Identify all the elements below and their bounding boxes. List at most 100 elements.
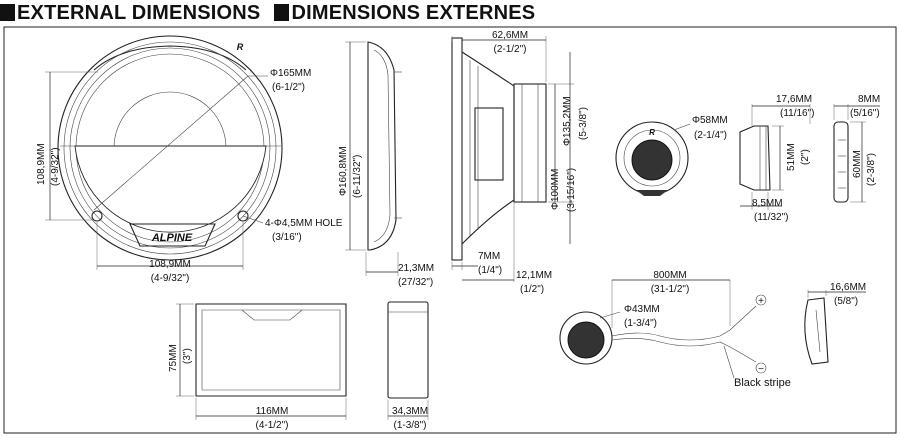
mount-depth-inch: (5/16") <box>850 108 880 119</box>
woofer-logo-text: ALPINE <box>151 232 193 244</box>
tweeter-grille <box>631 139 673 181</box>
wt-side-depth-inch: (5/8") <box>834 296 858 307</box>
black-stripe-label: Black stripe <box>734 377 791 389</box>
side-depth-label: 21,3MM <box>398 263 434 274</box>
woofer-grille-top <box>93 45 247 71</box>
xo-depth-inch: (1-3/8") <box>393 420 426 431</box>
side-grille-profile <box>367 41 397 251</box>
woofer-logo-top: R <box>237 42 244 52</box>
header-title-fr: DIMENSIONS EXTERNES <box>291 1 536 24</box>
mount-body <box>833 121 849 203</box>
tweeter-depth-label: 17,6MM <box>776 94 812 105</box>
wt-diameter-inch: (1-3/4") <box>624 318 657 329</box>
woofer-height-label: 108,9MM <box>36 143 47 185</box>
wt-diameter-label: Φ43MM <box>624 304 660 315</box>
woofer-profile-view: 62,6MM (2-1/2") Φ135,2MM (5-3/8") Φ100MM… <box>451 30 589 295</box>
xo-width-label: 116MM <box>256 406 289 417</box>
tweeter-mount-view: 8MM (5/16") 60MM (2-3/8") <box>833 94 880 203</box>
tweeter-logo: R <box>649 128 655 137</box>
magnet-diameter-label: Φ135,2MM <box>562 96 573 146</box>
tweeter-base <box>636 190 668 196</box>
mount-height-label: 60MM <box>852 150 863 178</box>
woofer-hole-label: 4-Φ4,5MM HOLE <box>265 218 343 229</box>
header-title-en: EXTERNAL DIMENSIONS <box>17 1 261 24</box>
xo-depth-label: 34,3MM <box>392 406 428 417</box>
woofer-diameter-line <box>93 75 249 211</box>
tweeter-diameter-label: Φ58MM <box>692 115 728 126</box>
wt-cable-2 <box>611 338 733 349</box>
tweeter-ring <box>623 129 681 187</box>
wt-side-depth-label: 16,6MM <box>830 282 866 293</box>
mount-depth-inch: (1/2") <box>520 284 544 295</box>
tweeter-side-body <box>739 125 771 191</box>
profile-magnet <box>513 83 547 203</box>
header-fr: DIMENSIONS EXTERNES <box>274 2 535 25</box>
tweeter-base-inch: (11/32") <box>754 212 789 223</box>
xo-height-label: 75MM <box>168 344 179 372</box>
tweeter-leader <box>673 123 691 131</box>
woofer-side-view: Φ160,8MM (6-11/32") 21,3MM (27/32") <box>338 41 434 288</box>
crossover-inner <box>201 309 341 391</box>
woofer-diameter-inch: (6-1/2") <box>272 82 305 93</box>
wt-plus-lead <box>729 305 757 331</box>
stripe-leader <box>723 345 735 379</box>
woofer-height-inch: (4-9/32") <box>50 147 61 186</box>
cable-label: 800MM <box>653 270 686 281</box>
profile-flange <box>451 37 463 261</box>
cable-inch: (31-1/2") <box>651 284 690 295</box>
profile-depth-label: 62,6MM <box>492 30 528 41</box>
plus-icon: + <box>758 296 764 307</box>
wt-diameter-leader <box>599 311 621 319</box>
tweeter-base-label: 8,5MM <box>752 198 783 209</box>
woofer-ring-3 <box>69 47 271 249</box>
woofer-lower-grille <box>74 145 267 233</box>
crossover-front-view: 75MM (3") 116MM (4-1/2") <box>168 303 347 431</box>
wt-minus-lead <box>731 347 757 363</box>
minus-icon-circle <box>755 362 767 374</box>
tweeter-depth-inch: (11/16") <box>780 108 815 119</box>
mount-hole-right <box>237 210 249 222</box>
side-depth-inch: (27/32") <box>398 277 433 288</box>
tweeter-height-label: 51MM <box>786 143 797 171</box>
flange-label: 7MM <box>478 251 500 262</box>
woofer-width-inch: (4-9/32") <box>151 273 190 284</box>
tweeter-height-inch: (2") <box>800 149 811 165</box>
crossover-side-view: 34,3MM (1-3/8") <box>387 301 429 431</box>
woofer-diameter-label: Φ165MM <box>270 68 311 79</box>
crossover-box <box>195 303 347 397</box>
mount-height-inch: (2-3/8") <box>866 153 877 186</box>
header-block-icon <box>274 3 290 21</box>
basket-diameter-inch: (3-15/16") <box>566 168 577 212</box>
tweeter-diameter-inch: (2-1/4") <box>694 130 727 141</box>
crossover-notch <box>241 309 303 321</box>
side-diameter-inch: (6-11/32") <box>352 155 363 198</box>
xo-height-inch: (3") <box>182 348 193 364</box>
side-grille-inner <box>373 49 391 243</box>
mount-hole-left <box>91 210 103 222</box>
wt-outer <box>559 311 613 365</box>
woofer-width-label: 108,9MM <box>149 259 191 270</box>
woofer-outer-ring <box>57 35 283 261</box>
tweeter-side-view: 17,6MM (11/16") 51MM (2") 8,5MM (11/32") <box>739 94 815 223</box>
header-en: EXTERNAL DIMENSIONS <box>0 2 260 25</box>
basket-diameter-label: Φ100MM <box>550 169 561 210</box>
wt-cable-1 <box>611 329 731 341</box>
wt-side-line <box>815 309 821 353</box>
hole-leader <box>242 215 264 224</box>
wired-tweeter-side-view: 16,6MM (5/8") <box>804 282 866 365</box>
woofer-logo-plate <box>129 223 216 247</box>
mount-depth-label: 8MM <box>858 94 880 105</box>
xo-width-inch: (4-1/2") <box>255 420 288 431</box>
flange-inch: (1/4") <box>478 265 502 276</box>
profile-depth-inch: (2-1/2") <box>493 44 526 55</box>
woofer-hole-inch: (3/16") <box>272 232 302 243</box>
drawing-frame <box>3 26 897 434</box>
magnet-diameter-inch: (5-3/8") <box>578 107 589 140</box>
minus-icon: − <box>758 364 764 375</box>
mount-depth-label: 12,1MM <box>516 270 552 281</box>
wt-side-body <box>804 297 829 365</box>
profile-voice-coil <box>474 107 504 181</box>
xo-side-box <box>387 301 429 399</box>
wired-tweeter-view: + − 800MM (31-1/2") Φ43MM (1-3/4") Black… <box>559 270 791 389</box>
